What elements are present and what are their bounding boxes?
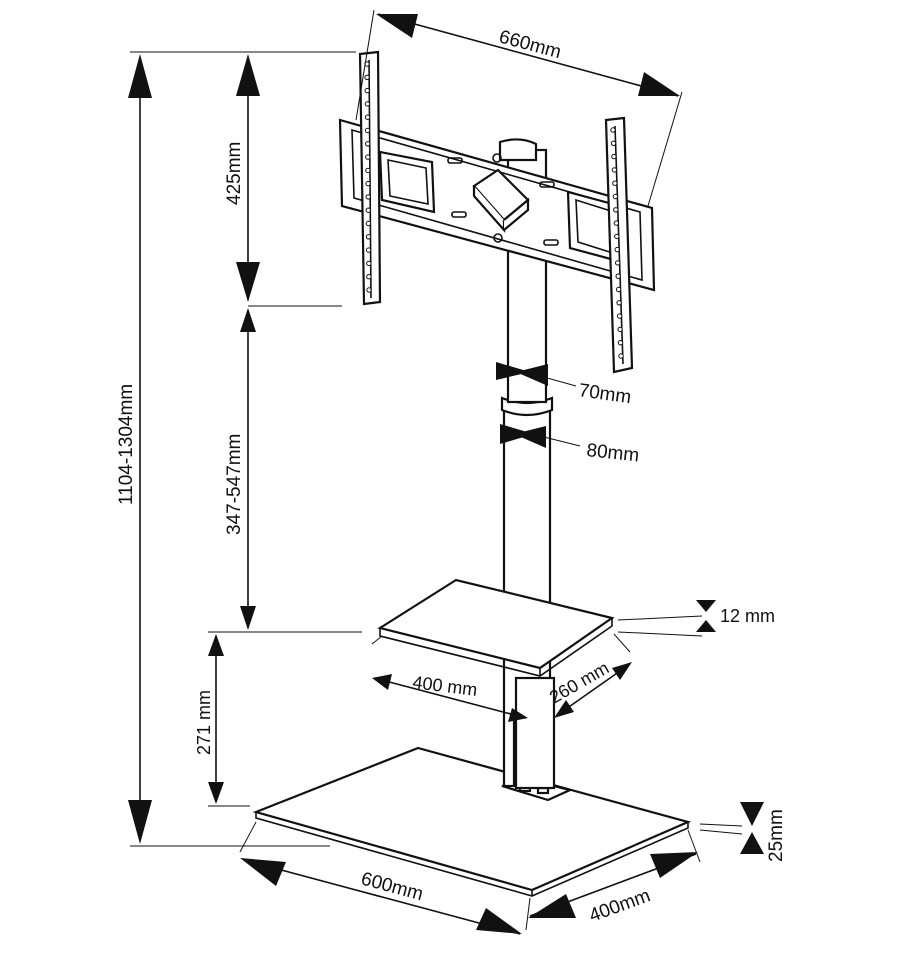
rail-hole	[365, 180, 371, 187]
rail-hole	[617, 326, 623, 333]
glass-shelf	[377, 578, 615, 677]
arrowheads	[128, 14, 764, 934]
rail-hole	[617, 340, 624, 346]
rail-hole	[365, 141, 371, 147]
rail-hole	[615, 273, 621, 279]
rail-hole	[365, 220, 372, 227]
rail-hole	[615, 286, 622, 293]
rail-hole	[364, 74, 370, 81]
rail-hole	[365, 207, 371, 213]
pole-lower-segment	[514, 676, 556, 790]
rail-hole	[366, 287, 372, 293]
label-shelf-width: 400 mm	[412, 672, 479, 700]
label-height-425: 425mm	[224, 142, 245, 205]
rail-hole	[365, 194, 371, 200]
rail-hole	[365, 154, 371, 160]
rail-hole	[610, 127, 616, 133]
rail-hole	[611, 153, 617, 160]
label-height-total: 1104-1304mm	[116, 384, 137, 505]
rail-hole	[613, 207, 619, 213]
rail-hole	[366, 274, 372, 280]
label-pole-70: 70mm	[577, 380, 632, 408]
rail-hole	[611, 167, 618, 173]
rail-hole	[616, 313, 623, 319]
rail-hole	[613, 220, 619, 226]
rail-hole	[610, 140, 617, 147]
rail-hole	[614, 233, 620, 240]
rail-hole	[612, 180, 618, 186]
rail-hole	[614, 246, 620, 253]
rail-hole	[365, 167, 371, 174]
label-base-thickness: 25mm	[766, 809, 787, 862]
label-height-347: 347-547mm	[224, 434, 245, 535]
label-pole-80: 80mm	[585, 440, 640, 466]
rail-hole	[364, 101, 371, 107]
rail-hole	[365, 247, 372, 253]
rail-hole	[612, 193, 619, 200]
label-shelf-thickness: 12 mm	[720, 606, 775, 626]
rail-hole	[364, 114, 371, 120]
label-shelf-height: 271 mm	[194, 690, 214, 755]
vesa-mount-bracket	[338, 50, 656, 374]
rail-hole	[364, 127, 371, 134]
rail-hole	[364, 87, 370, 94]
base-plate	[252, 746, 692, 897]
rail-hole	[616, 300, 622, 306]
rail-hole	[618, 353, 624, 359]
rail-holes	[364, 61, 624, 359]
rail-hole	[366, 260, 372, 267]
rail-hole	[615, 260, 621, 266]
extension-lines	[130, 9, 743, 931]
label-width-660: 660mm	[497, 27, 564, 64]
rail-hole	[365, 234, 372, 240]
